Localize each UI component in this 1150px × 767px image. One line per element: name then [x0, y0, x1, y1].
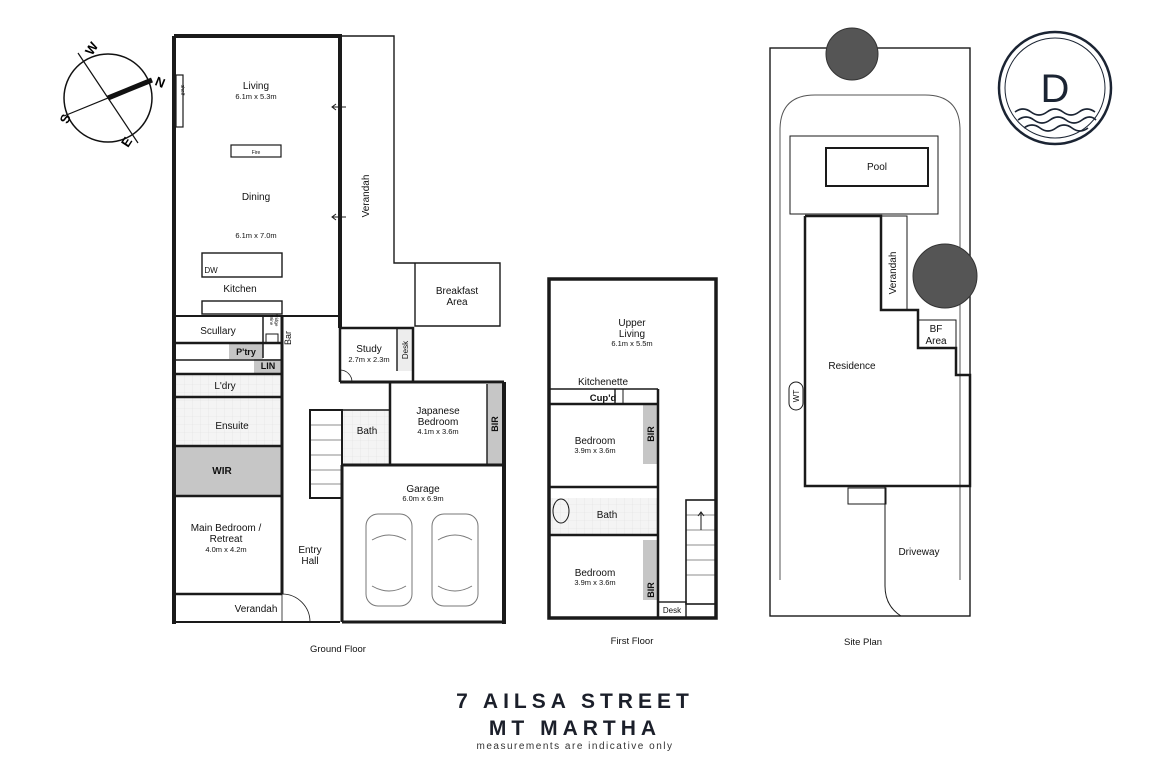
label-site-verandah: Verandah [888, 252, 899, 295]
label-upper-size: 6.1m x 5.5m [611, 339, 652, 348]
site-plan-labels: Pool Verandah BF Area Residence WT Drive… [792, 162, 947, 648]
label-shelf: shelf [179, 85, 185, 96]
label-bed1: Bedroom [575, 436, 616, 447]
label-main-bed-2: Retreat [210, 534, 243, 545]
label-lin: LIN [261, 361, 276, 371]
label-bf-1: BF [930, 324, 943, 335]
first-floor-title: First Floor [611, 636, 654, 647]
label-wir: WIR [212, 466, 232, 477]
label-desk: Desk [401, 340, 410, 359]
label-study-size: 2.7m x 2.3m [348, 355, 389, 364]
label-ff-bath: Bath [597, 510, 618, 521]
label-upper-1: Upper [618, 318, 646, 329]
label-breakfast-2: Area [446, 297, 468, 308]
label-living-size: 6.1m x 5.3m [235, 92, 276, 101]
label-bed2: Bedroom [575, 568, 616, 579]
label-entry-1: Entry [298, 545, 321, 556]
label-living: Living [243, 81, 269, 92]
label-bir1: BIR [646, 426, 656, 442]
label-kitchenette: Kitchenette [578, 377, 628, 388]
address-line-1: 7 AILSA STREET [456, 690, 694, 713]
site-plan [769, 27, 978, 617]
label-bed1-size: 3.9m x 3.6m [574, 446, 615, 455]
label-japanese-size: 4.1m x 3.6m [417, 427, 458, 436]
label-residence: Residence [828, 361, 876, 372]
label-pool: Pool [867, 162, 887, 173]
label-main-bed-1: Main Bedroom / [191, 523, 262, 534]
label-ensuite: Ensuite [215, 421, 249, 432]
label-ptry: P'try [236, 347, 256, 357]
label-entry-2: Hall [301, 556, 318, 567]
label-japanese-1: Japanese [416, 406, 460, 417]
first-floor-labels: Upper Living 6.1m x 5.5m Kitchenette Cup… [574, 318, 682, 647]
label-bf-2: Area [925, 336, 947, 347]
label-wt: WT [792, 390, 801, 403]
compass: N W S E [57, 39, 168, 150]
brand-logo: D [997, 30, 1113, 146]
label-fire: Fire [252, 150, 261, 156]
label-bath: Bath [357, 426, 378, 437]
label-bed2-size: 3.9m x 3.6m [574, 578, 615, 587]
label-japanese-2: Bedroom [418, 417, 459, 428]
label-main-bed-size: 4.0m x 4.2m [205, 545, 246, 554]
label-upper-2: Living [619, 329, 645, 340]
ground-floor-labels: Living 6.1m x 5.3m shelf Fire Dining 6.1… [179, 81, 500, 655]
label-scullary: Scullary [200, 326, 236, 337]
label-bir: BIR [490, 416, 500, 432]
compass-n: N [153, 74, 167, 91]
label-driveway: Driveway [898, 547, 939, 558]
logo-letter: D [1041, 67, 1070, 111]
label-kitchen: Kitchen [223, 284, 256, 295]
label-study: Study [356, 344, 382, 355]
compass-e: E [118, 134, 135, 150]
label-garage-size: 6.0m x 6.9m [402, 494, 443, 503]
label-garage: Garage [406, 484, 440, 495]
label-dining: Dining [242, 192, 270, 203]
measurement-note: measurements are indicative only [476, 741, 674, 752]
label-ldry: L'dry [214, 381, 235, 392]
first-floor-plan [547, 277, 718, 620]
label-bir2: BIR [646, 582, 656, 598]
ground-floor-title: Ground Floor [310, 644, 366, 655]
label-wine-1: Wine [269, 315, 274, 326]
label-ff-desk: Desk [663, 606, 682, 615]
label-dining-size: 6.1m x 7.0m [235, 231, 276, 240]
label-verandah-side: Verandah [361, 175, 372, 218]
label-verandah-front: Verandah [235, 604, 278, 615]
label-breakfast-1: Breakfast [436, 286, 478, 297]
label-cupd: Cup'd [590, 393, 617, 404]
address-line-2: MT MARTHA [488, 717, 662, 740]
ground-floor-plan [172, 34, 506, 624]
label-wine-2: Fridge [274, 314, 279, 327]
label-bar: Bar [283, 331, 293, 345]
label-dw: DW [204, 266, 218, 275]
site-plan-title: Site Plan [844, 637, 882, 648]
